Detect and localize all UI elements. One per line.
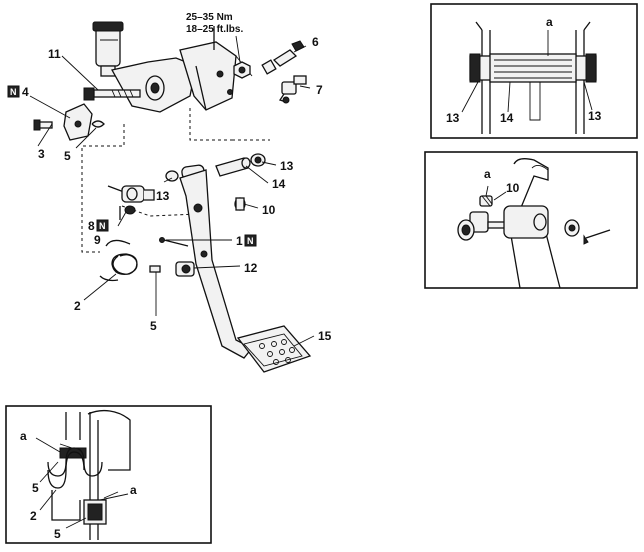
inset-bushing-callout-13-left: 13: [446, 111, 460, 125]
inset-bushing-callout-13-right: 13: [588, 109, 602, 123]
callout-11: 11: [48, 47, 61, 61]
callout-9: 9: [94, 233, 101, 247]
inset-spring-detail: a a 5 2 5: [5, 405, 212, 544]
master-cylinder-icon: [111, 26, 253, 113]
callout-10: 10: [262, 203, 276, 217]
new-part-marker-icon: N: [244, 234, 257, 247]
callout-6: 6: [312, 35, 319, 49]
callout-12: 12: [244, 261, 258, 275]
stop-bolt-icon: [261, 40, 305, 75]
callout-2: 2: [74, 299, 81, 313]
inset-spring-callout-2: 2: [30, 509, 37, 523]
retaining-bracket-icon: [33, 103, 105, 141]
new-part-marker-4: N: [10, 87, 17, 97]
adjusting-screw-icon: [234, 197, 246, 211]
nut-icon: [233, 61, 251, 79]
inset-bushing-detail: a 13 14 13: [430, 3, 638, 139]
exploded-view: 25–35 Nm 18–25 ft.lbs. 11 6 7 N 4 3 5 13…: [7, 12, 332, 373]
leader-lines: [29, 35, 315, 347]
inset-spring-callout-5-bottom: 5: [54, 527, 61, 541]
inset-clevis-callout-10: 10: [506, 181, 520, 195]
new-part-marker-1: N: [247, 236, 254, 246]
reservoir-icon: [92, 21, 124, 77]
torque-imperial: 18–25 ft.lbs.: [186, 24, 243, 35]
new-part-marker-icon: N: [96, 219, 109, 232]
new-part-marker-8: N: [99, 221, 106, 231]
callout-5-lower: 5: [150, 319, 157, 333]
callout-13-right: 13: [280, 159, 294, 173]
callout-5-upper: 5: [64, 149, 71, 163]
brake-light-switch-icon: [278, 75, 307, 104]
callout-4: 4: [22, 85, 29, 99]
spring-icon: [99, 239, 138, 282]
callout-8: 8: [88, 219, 95, 233]
pedal-shaft-icon: [165, 153, 266, 182]
bolt-icon: [83, 87, 141, 101]
clutch-pedal-icon: [179, 169, 254, 359]
inset-clevis-detail: a 10: [424, 151, 638, 289]
pedal-pad-icon: [236, 325, 312, 373]
inset-spring-label-a-top: a: [20, 429, 27, 443]
clutch-pushrod-icon: [107, 185, 155, 220]
inset-clevis-label-a: a: [484, 167, 491, 181]
new-part-marker-icon: N: [7, 85, 20, 98]
callout-14: 14: [272, 177, 286, 191]
inset-spring-label-a-bottom: a: [130, 483, 137, 497]
callout-7: 7: [316, 83, 323, 97]
pivot-pin-icon: [149, 237, 195, 277]
inset-bushing-label-a: a: [546, 15, 553, 29]
callout-3: 3: [38, 147, 45, 161]
callout-13-left: 13: [156, 189, 170, 203]
inset-bushing-callout-14: 14: [500, 111, 514, 125]
callout-15: 15: [318, 329, 332, 343]
callout-1: 1: [236, 234, 243, 248]
inset-spring-callout-5-top: 5: [32, 481, 39, 495]
torque-metric: 25–35 Nm: [186, 12, 233, 23]
